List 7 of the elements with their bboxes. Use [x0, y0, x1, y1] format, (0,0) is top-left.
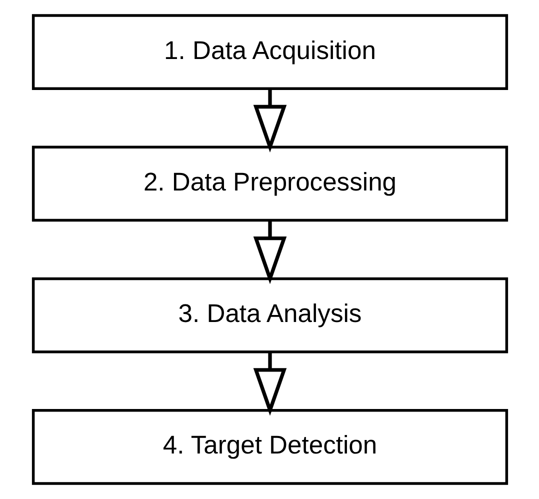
- arrow: [252, 220, 286, 284]
- arrow: [252, 88, 286, 152]
- node-box: 4. Target Detection: [31, 408, 508, 485]
- node-box: 2. Data Preprocessing: [31, 146, 508, 222]
- arrow: [252, 352, 286, 416]
- node-box: 1. Data Acquisition: [31, 14, 508, 90]
- node-box: 3. Data Analysis: [31, 277, 508, 354]
